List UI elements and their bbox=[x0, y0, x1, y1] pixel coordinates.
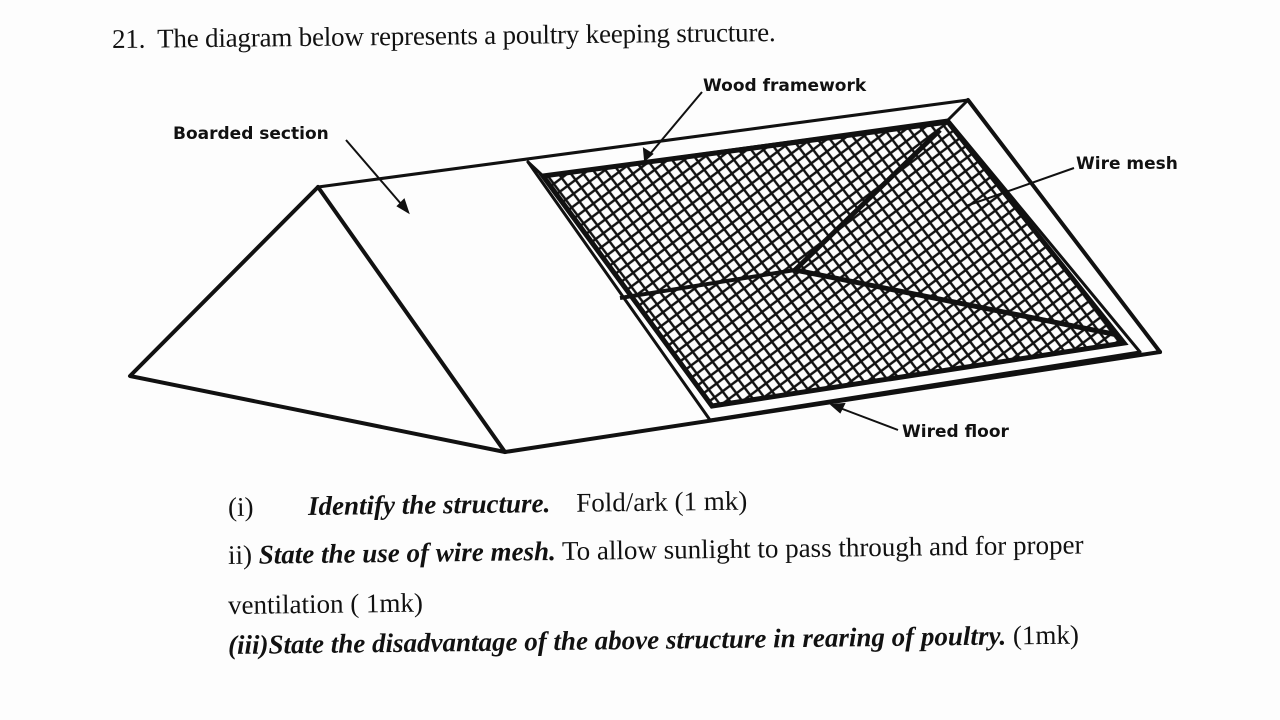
part-i-prompt: Identify the structure. bbox=[307, 488, 551, 522]
poultry-structure-diagram: Boarded section Wood framework Wire mesh… bbox=[128, 76, 1178, 454]
part-ii-prompt: State the use of wire mesh. bbox=[258, 535, 556, 570]
part-ii-continued: ventilation ( 1mk) bbox=[228, 588, 423, 621]
label-wood-framework: Wood framework bbox=[703, 76, 867, 96]
label-boarded-section: Boarded section bbox=[173, 124, 329, 144]
part-iii: (iii)State the disadvantage of the above… bbox=[228, 620, 1079, 661]
part-ii-answer-line1: To allow sunlight to pass through and fo… bbox=[561, 529, 1084, 566]
label-wire-mesh: Wire mesh bbox=[1076, 154, 1178, 174]
part-i-answer: Fold/ark (1 mk) bbox=[576, 485, 748, 518]
wire-mesh-panel bbox=[538, 119, 1129, 409]
label-wired-floor: Wired floor bbox=[902, 422, 1010, 442]
leader-lines bbox=[345, 91, 1075, 431]
part-i-number: (i) bbox=[227, 491, 254, 522]
part-iii-prompt: (iii)State the disadvantage of the above… bbox=[227, 620, 1007, 660]
part-ii: ii) State the use of wire mesh. To allow… bbox=[228, 530, 1084, 571]
part-i: (i) Identify the structure. Fold/ark (1 mk… bbox=[228, 486, 748, 523]
part-ii-answer-line2: ventilation ( 1mk) bbox=[227, 587, 424, 620]
part-iii-marks: (1mk) bbox=[1012, 619, 1080, 651]
part-ii-number: ii) bbox=[227, 539, 253, 570]
